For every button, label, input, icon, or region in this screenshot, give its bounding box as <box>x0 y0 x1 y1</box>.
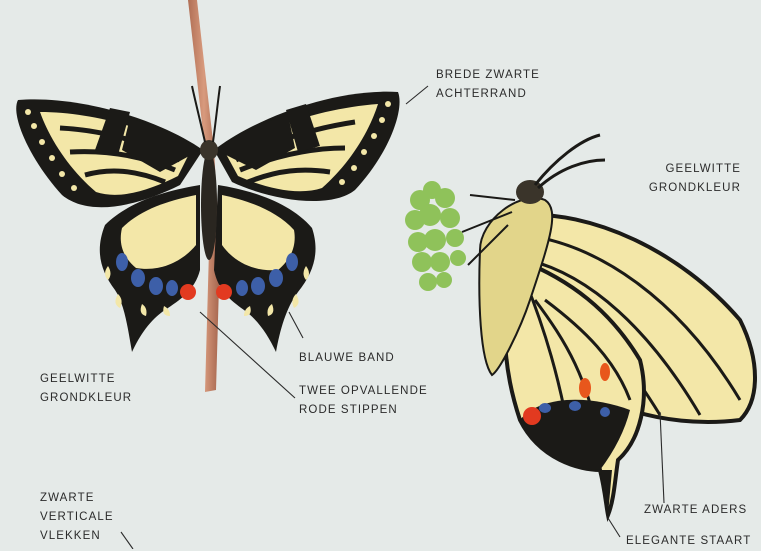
label-geelwitte-grondkleur-left: GEELWITTE GRONDKLEUR <box>40 370 132 408</box>
label-blauwe-band: BLAUWE BAND <box>299 349 395 368</box>
left-red-eyespot <box>180 284 196 300</box>
label-twee-opvallende-rode-stippen: TWEE OPVALLENDE RODE STIPPEN <box>299 382 428 420</box>
lateral-red-eyespot <box>523 407 541 425</box>
label-zwarte-verticale-vlekken: ZWARTE VERTICALE VLEKKEN <box>40 489 114 546</box>
right-red-eyespot <box>216 284 232 300</box>
label-geelwitte-grondkleur-right: GEELWITTE GRONDKLEUR <box>649 160 741 198</box>
label-elegante-staart: ELEGANTE STAART <box>626 532 751 551</box>
label-brede-zwarte-achterrand: BREDE ZWARTE ACHTERRAND <box>436 66 540 104</box>
label-zwarte-aders: ZWARTE ADERS <box>644 501 747 520</box>
dorsal-body <box>201 150 217 260</box>
flower-cluster <box>405 181 466 291</box>
